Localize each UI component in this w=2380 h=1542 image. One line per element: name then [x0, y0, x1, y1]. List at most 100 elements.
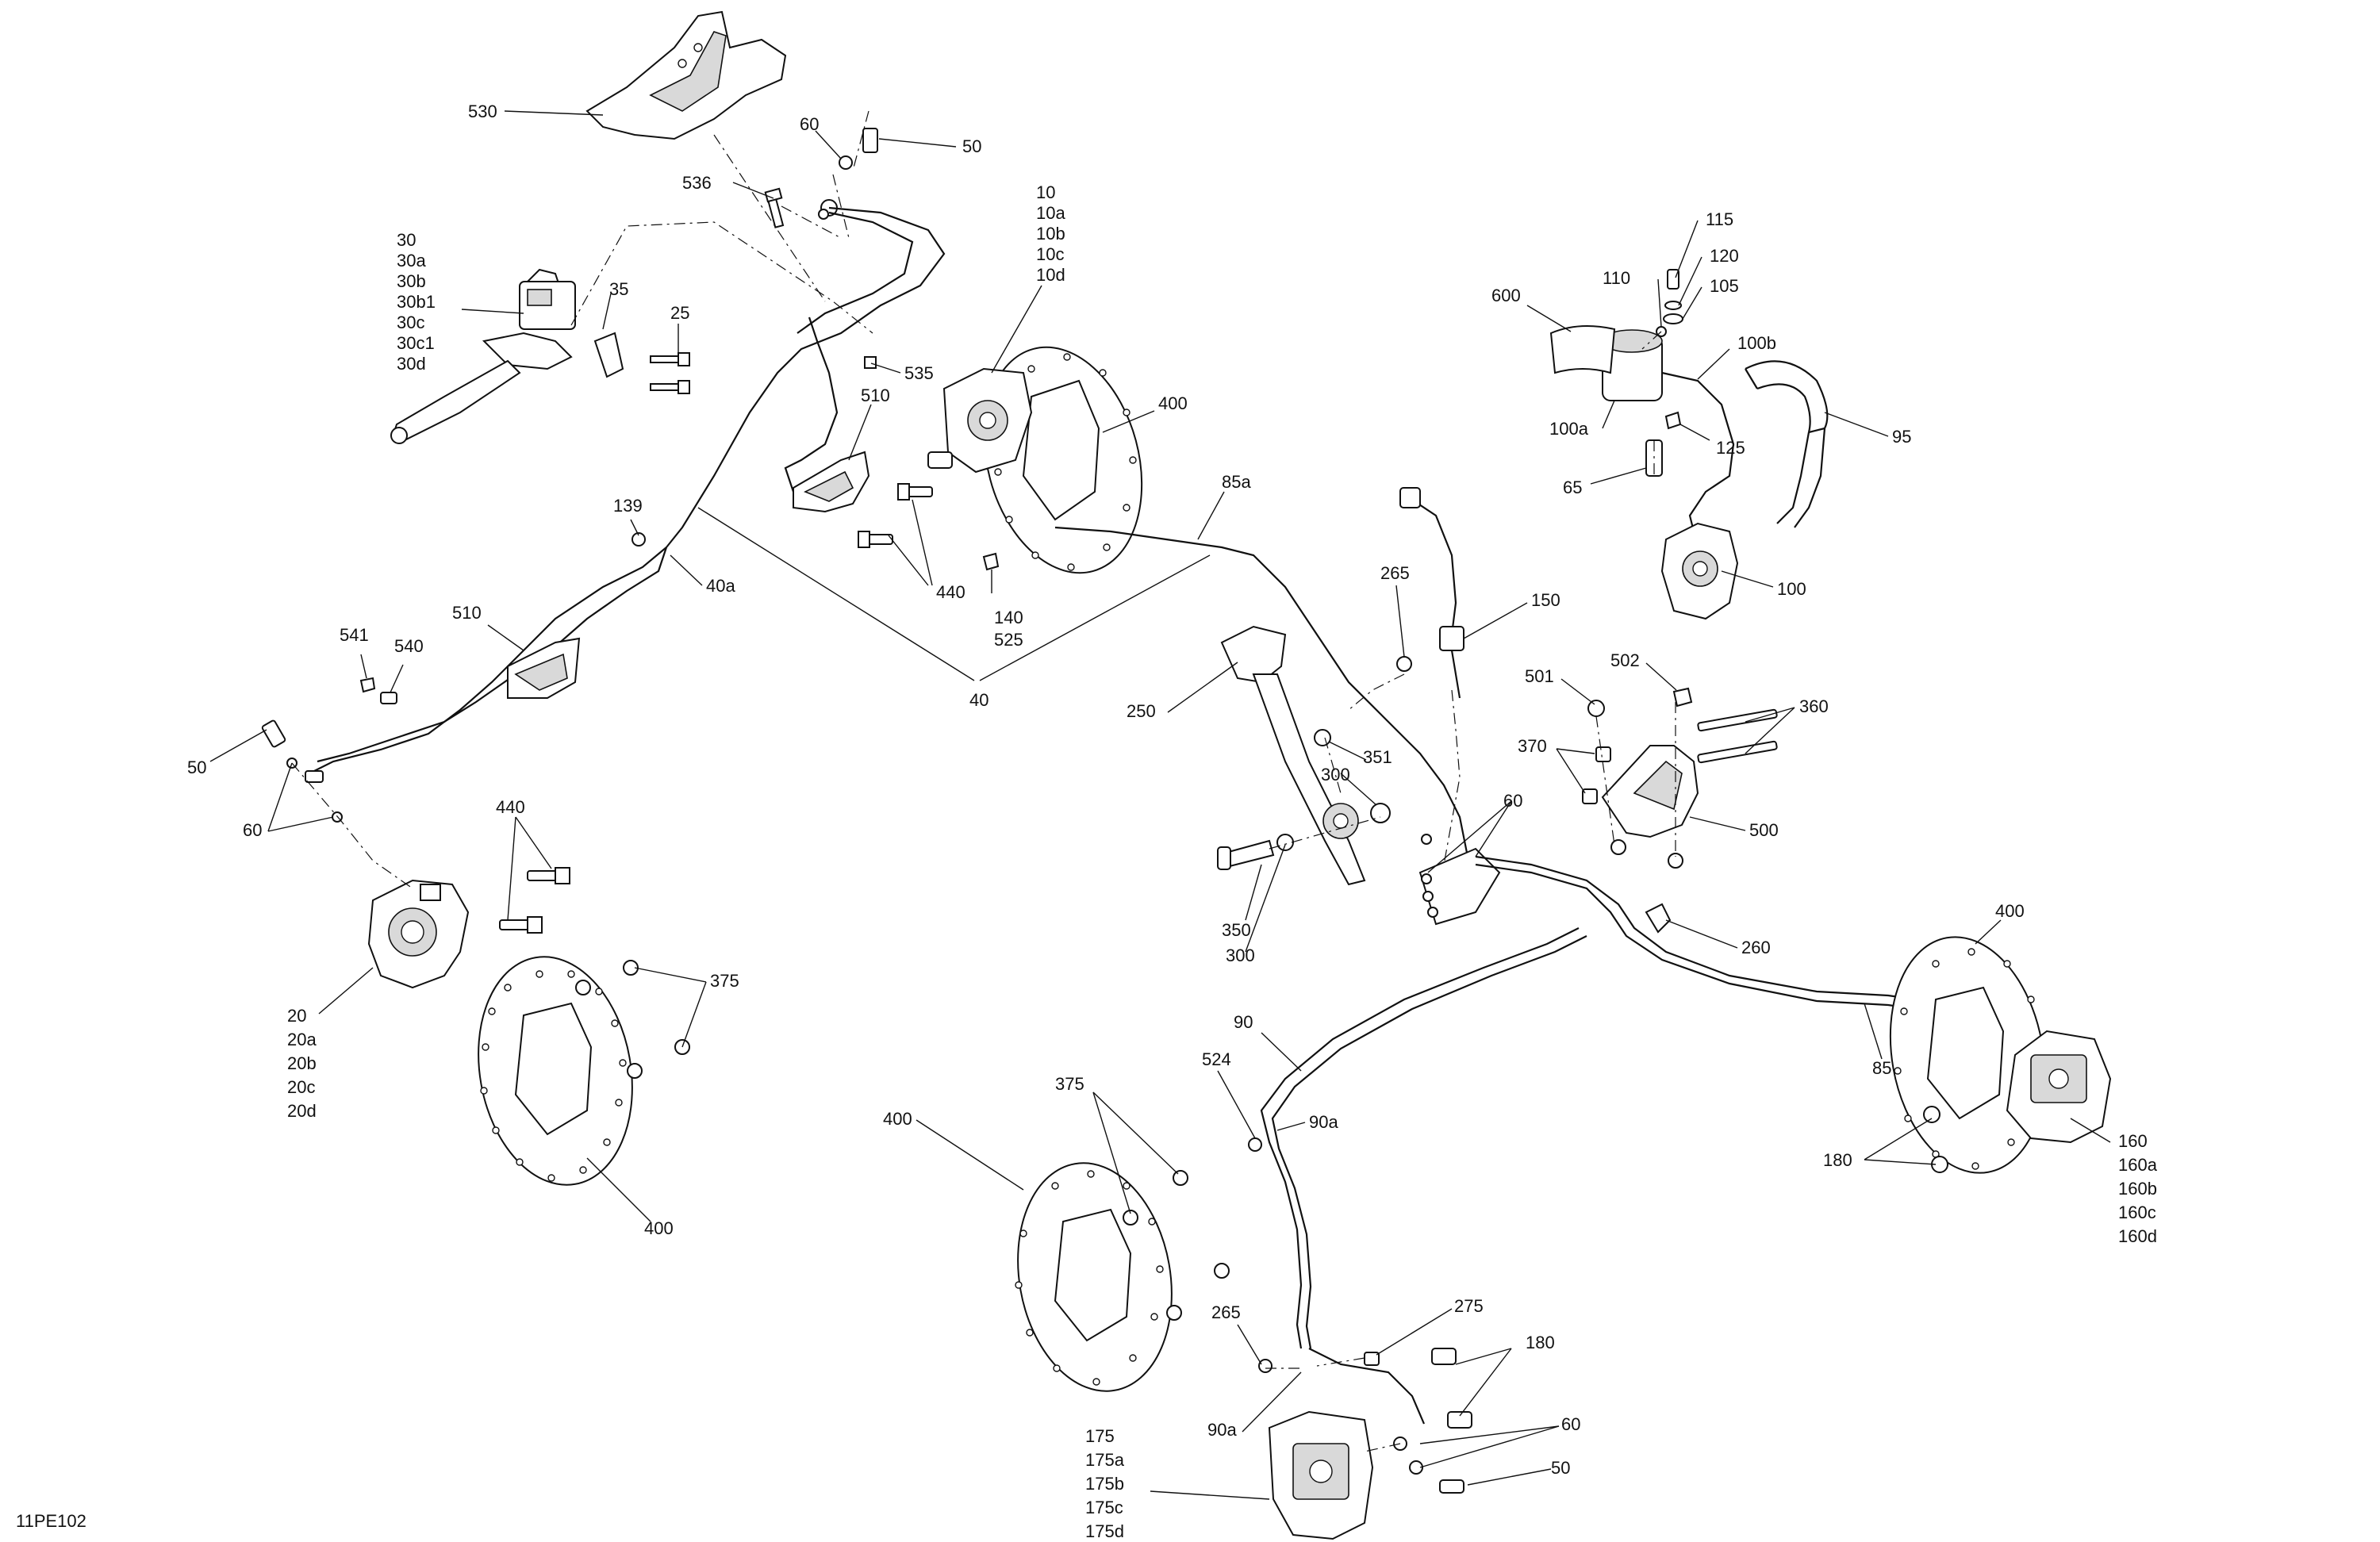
nut-502-part — [1672, 687, 1693, 708]
band-600-part — [1549, 325, 1616, 374]
brake-line-90-part — [1260, 927, 1587, 1425]
bolts-360-part — [1697, 708, 1778, 764]
clip-540-part — [380, 692, 397, 704]
callout-440-left: 440 — [496, 797, 525, 817]
guide-510-center-part — [793, 451, 870, 513]
callout-10b: 10b — [1036, 224, 1065, 244]
callout-30c1: 30c1 — [397, 333, 435, 353]
bolts-440-left-part — [499, 867, 570, 934]
callout-85: 85 — [1872, 1058, 1891, 1078]
washer-300-upper-part — [1370, 803, 1391, 823]
screws-25-part — [650, 352, 690, 394]
fitting-50-left-part — [261, 719, 343, 823]
callout-labels: 530 60 50 536 30 30a 30b 30b1 30c 30c1 3… — [16, 102, 2158, 1541]
caliper-160-part — [2006, 1030, 2112, 1144]
callout-525: 525 — [994, 630, 1023, 650]
sensor-150-part — [1399, 487, 1464, 699]
callout-95: 95 — [1892, 427, 1911, 447]
master-cylinder-100-part — [1660, 522, 1739, 620]
nut-351-part — [1314, 729, 1331, 746]
callout-50-left: 50 — [187, 758, 206, 777]
callout-10a: 10a — [1036, 203, 1065, 223]
screw-524-part — [1248, 1137, 1262, 1152]
bolt-265-top-part — [1396, 656, 1412, 672]
callout-524: 524 — [1202, 1049, 1231, 1069]
callout-501: 501 — [1525, 666, 1554, 686]
callout-160b: 160b — [2118, 1179, 2157, 1199]
clamp-35-part — [593, 332, 624, 378]
callout-502: 502 — [1610, 650, 1640, 670]
callout-20c: 20c — [287, 1077, 315, 1097]
caliper-10-part — [927, 367, 1033, 474]
callout-65: 65 — [1563, 478, 1582, 497]
callout-265-bottom: 265 — [1211, 1302, 1241, 1322]
callout-160c: 160c — [2118, 1203, 2156, 1222]
callout-140: 140 — [994, 608, 1023, 627]
caliper-20-part — [367, 879, 470, 989]
callout-90a-bottom: 90a — [1207, 1420, 1237, 1440]
brake-pedal-250-part — [1220, 625, 1366, 886]
callout-510-center: 510 — [861, 386, 890, 405]
washer-300-lower-part — [1276, 834, 1294, 851]
callout-510-left: 510 — [452, 603, 482, 623]
callout-250: 250 — [1127, 701, 1156, 721]
callout-85a: 85a — [1222, 472, 1251, 492]
callout-160a: 160a — [2118, 1155, 2158, 1175]
callout-60-bottom: 60 — [1561, 1414, 1580, 1434]
reservoir-100a-part — [1601, 329, 1735, 548]
clip-125-part — [1664, 411, 1682, 430]
callout-90: 90 — [1234, 1012, 1253, 1032]
clip-535-part — [864, 356, 877, 369]
junction-60-part — [1418, 834, 1501, 926]
callout-100: 100 — [1777, 579, 1806, 599]
brake-line-85a-part — [1054, 526, 1469, 857]
callout-540: 540 — [394, 636, 424, 656]
callout-20d: 20d — [287, 1101, 317, 1121]
clip-260-part — [1645, 903, 1672, 934]
callout-370: 370 — [1518, 736, 1547, 756]
callout-160d: 160d — [2118, 1226, 2157, 1246]
bolt-139-part — [631, 532, 646, 547]
nuts-370-part — [1582, 746, 1611, 804]
callout-30c: 30c — [397, 313, 424, 332]
callout-25: 25 — [670, 303, 689, 323]
callout-60-left: 60 — [243, 820, 262, 840]
callout-375-bottom: 375 — [1055, 1074, 1084, 1094]
disc-400-left-part — [478, 956, 633, 1186]
callout-300-upper: 300 — [1321, 765, 1350, 784]
hose-95-part — [1745, 360, 1829, 528]
fittings-bottom-part — [1393, 1348, 1472, 1494]
callout-20: 20 — [287, 1006, 306, 1026]
caliper-175-part — [1268, 1410, 1374, 1540]
callout-40a: 40a — [706, 576, 735, 596]
callout-110: 110 — [1603, 268, 1630, 288]
callout-175c: 175c — [1085, 1498, 1123, 1517]
callout-100b: 100b — [1737, 333, 1776, 353]
master-cylinder-30-part — [390, 268, 576, 444]
bracket-500-part — [1601, 745, 1699, 838]
callout-175a: 175a — [1085, 1450, 1125, 1470]
callout-541: 541 — [340, 625, 369, 645]
callout-500: 500 — [1749, 820, 1779, 840]
callout-60-center: 60 — [1503, 791, 1522, 811]
callout-175d: 175d — [1085, 1521, 1124, 1541]
callout-180-right: 180 — [1823, 1150, 1852, 1170]
leader-lines — [209, 110, 2111, 1500]
dashed-connectors — [291, 110, 1676, 1452]
callout-180-bottom: 180 — [1526, 1333, 1555, 1352]
cap-stack-115-part — [1656, 269, 1683, 337]
callout-530: 530 — [468, 102, 497, 121]
bolt-350-part — [1217, 839, 1275, 870]
guide-510-left-part — [507, 637, 581, 699]
nut-500-lower2-part — [1668, 853, 1683, 869]
callout-360: 360 — [1799, 696, 1829, 716]
callout-260: 260 — [1741, 938, 1771, 957]
callout-139: 139 — [613, 496, 643, 516]
callout-30d: 30d — [397, 354, 426, 374]
nut-500-lower-part — [1610, 839, 1626, 855]
callout-30b1: 30b1 — [397, 292, 436, 312]
callout-20a: 20a — [287, 1030, 317, 1049]
callout-60: 60 — [800, 114, 819, 134]
callout-160: 160 — [2118, 1131, 2148, 1151]
